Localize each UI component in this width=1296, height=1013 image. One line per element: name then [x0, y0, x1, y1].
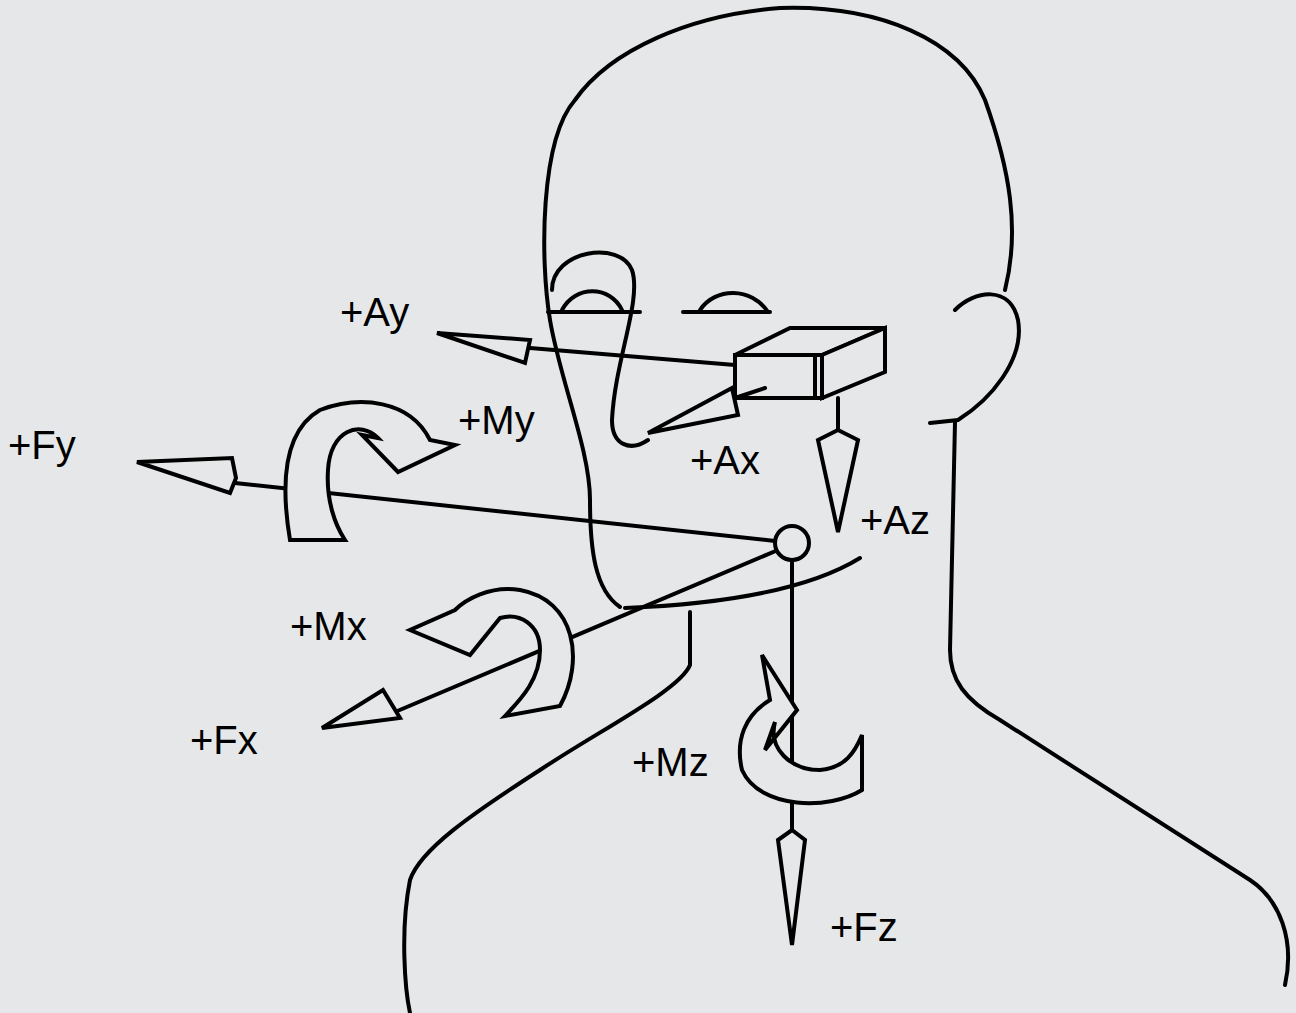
axis-label: +Fx — [190, 720, 258, 760]
head-outline — [544, 8, 1012, 607]
eye-left — [548, 291, 640, 312]
neck-right — [950, 422, 1288, 985]
axis-label: +Az — [860, 500, 930, 540]
acceleration-arrows — [437, 333, 858, 532]
axis-label: +Ax — [690, 440, 760, 480]
axis-label: +My — [458, 400, 535, 440]
axis-label: +Mx — [290, 606, 367, 646]
axis-label: +Fz — [830, 907, 898, 947]
axis-label: +Mz — [632, 742, 709, 782]
axis-label: +Fy — [8, 425, 76, 465]
moment-arrows — [285, 402, 862, 803]
accelerometer-box — [735, 328, 885, 398]
load-cell-origin — [775, 526, 809, 560]
ear — [930, 294, 1019, 423]
eye-right — [683, 293, 770, 312]
axis-label: +Ay — [340, 292, 409, 332]
force-arrows — [137, 458, 805, 945]
